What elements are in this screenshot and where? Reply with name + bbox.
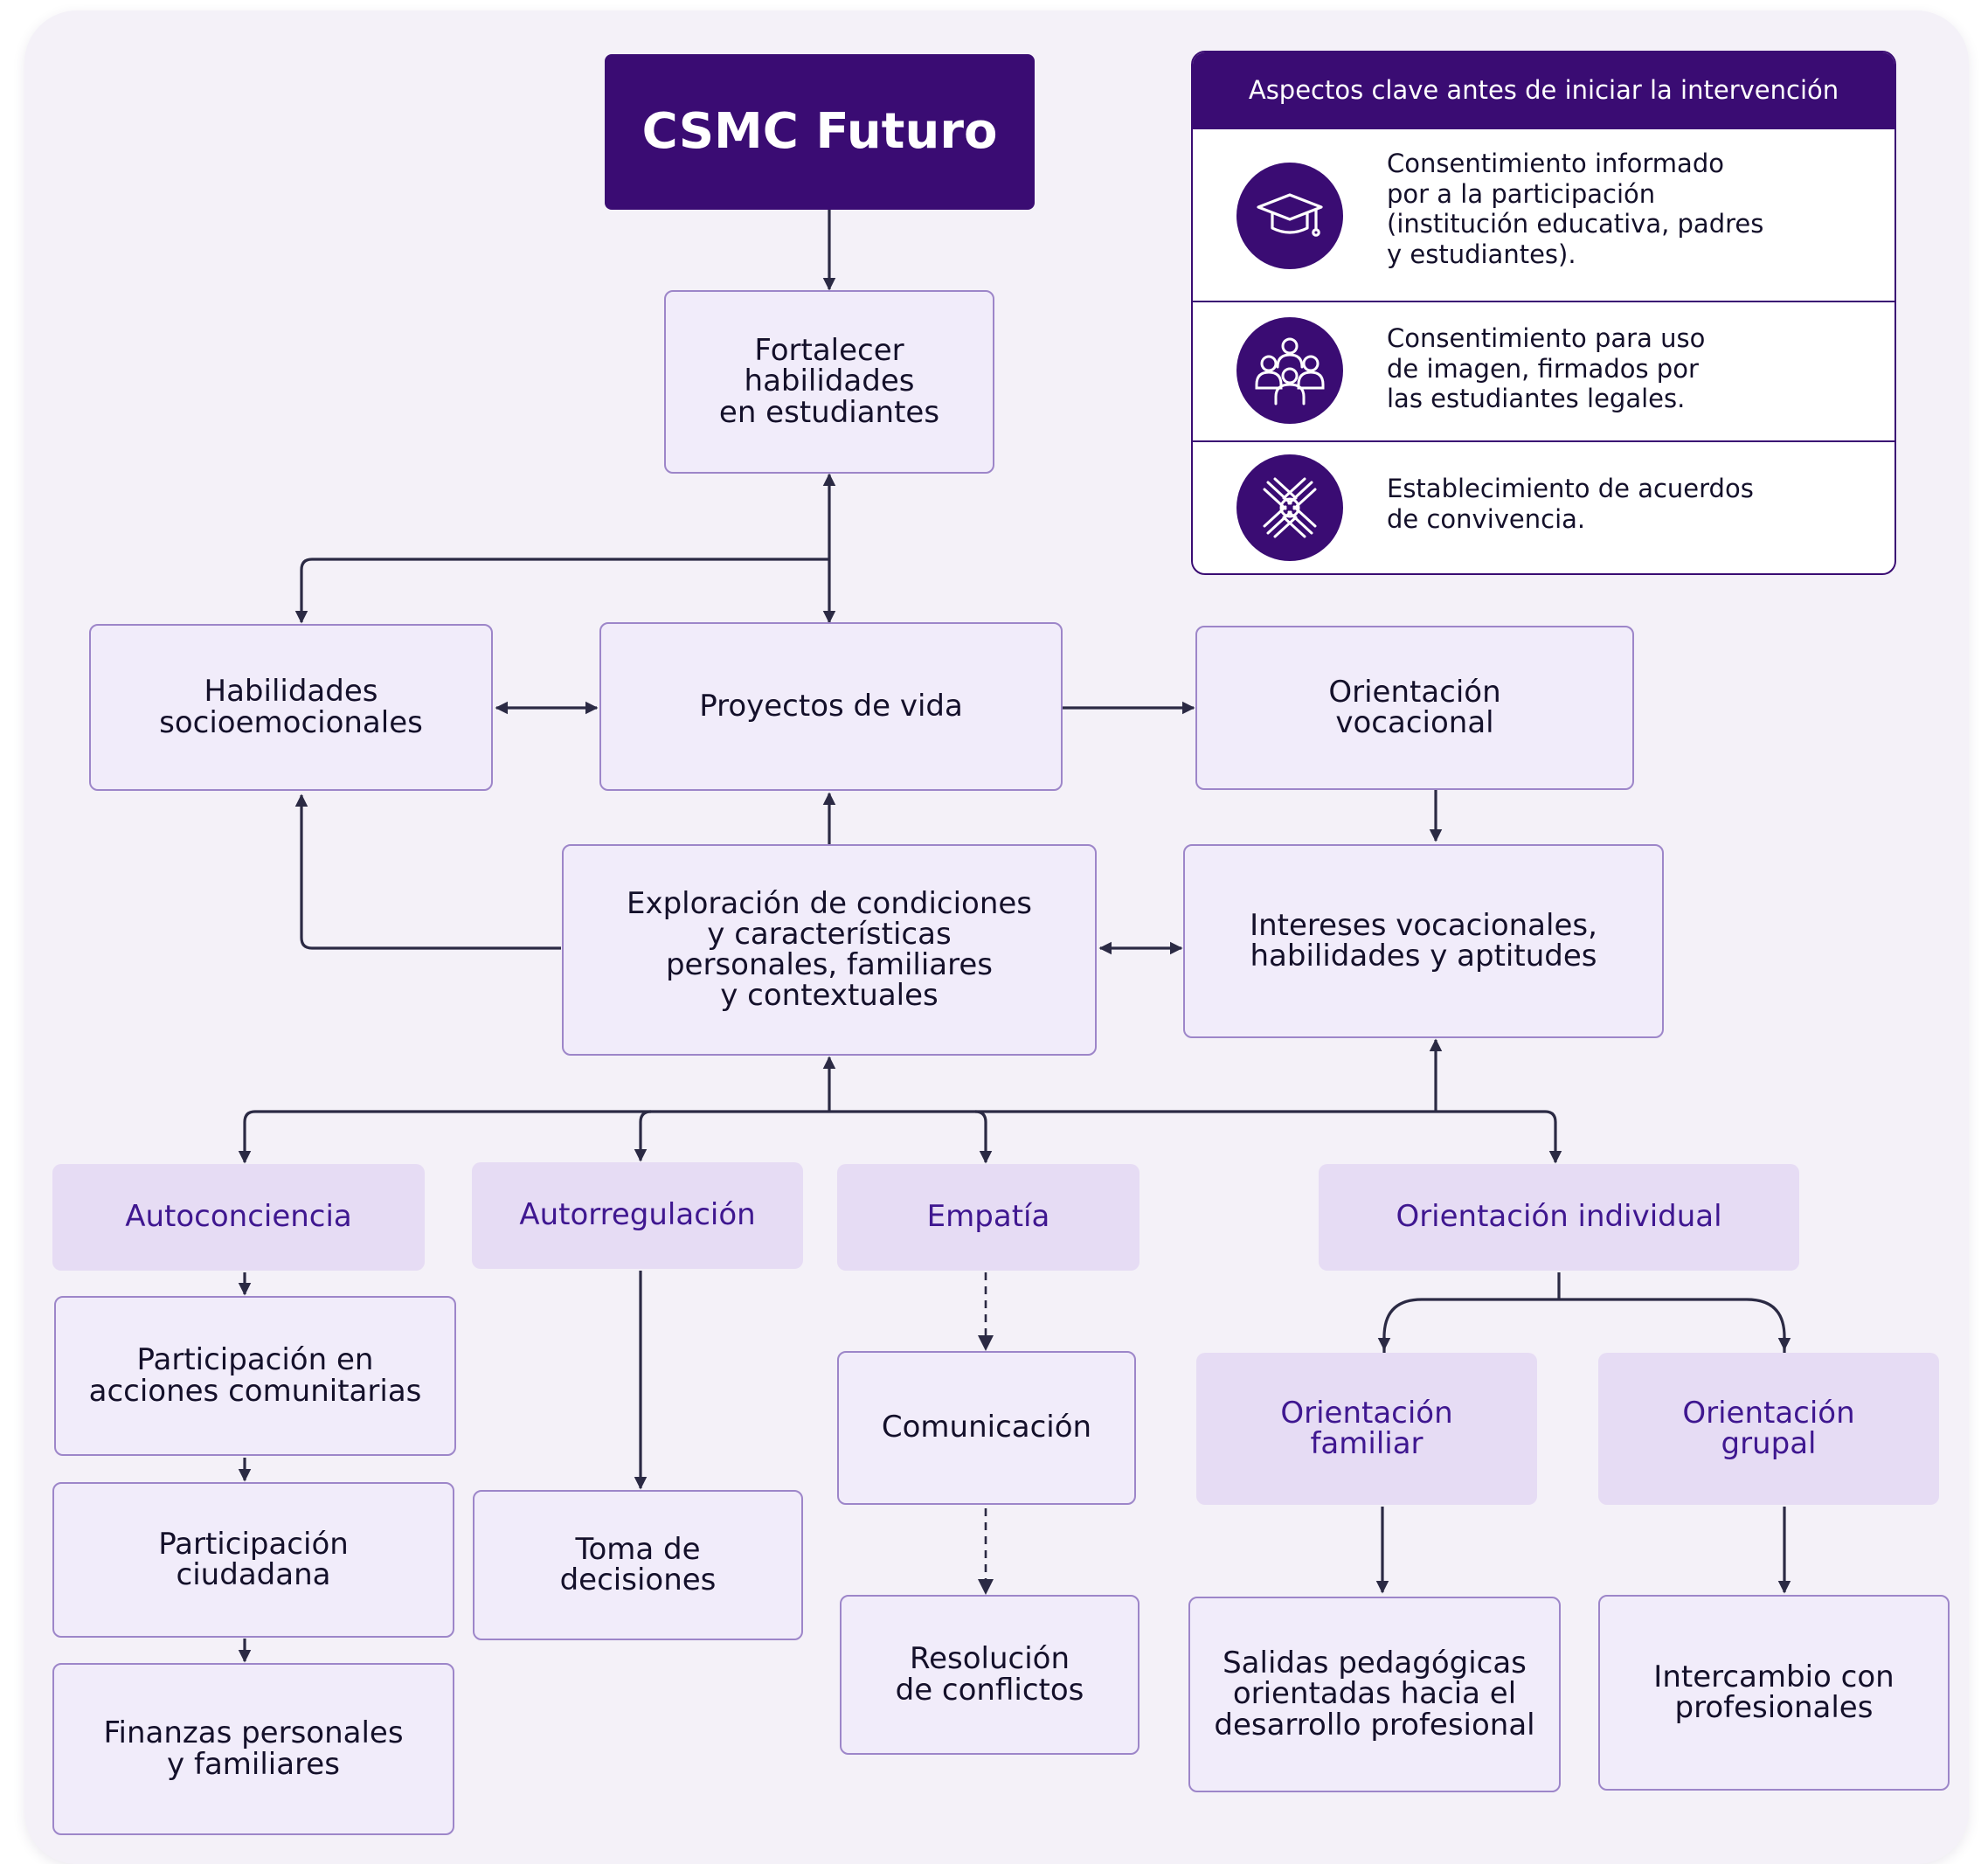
legend-item: Establecimiento de acuerdos de convivenc… <box>1193 440 1894 573</box>
node-toma-de-decisiones: Toma de decisiones <box>473 1490 803 1640</box>
node-participacion-ciudadana: Participación ciudadana <box>52 1482 454 1638</box>
node-participacion-comunitarias: Participación en acciones comunitarias <box>54 1296 456 1456</box>
node-comunicacion: Comunicación <box>837 1351 1136 1505</box>
legend-item-text: Consentimiento informado por a la partic… <box>1387 149 1764 269</box>
arrowhead-comunicacion <box>978 1335 994 1351</box>
category-autorregulacion: Autorregulación <box>472 1162 803 1269</box>
arrowhead-resolucion <box>978 1579 994 1595</box>
category-orientacion-familiar: Orientación familiar <box>1196 1353 1537 1505</box>
legend-item: Consentimiento informado por a la partic… <box>1193 128 1894 301</box>
category-empatia: Empatía <box>837 1164 1139 1271</box>
edge-exploracion-habilidades <box>294 793 561 950</box>
edge-bus-autorregulacion <box>634 1110 652 1162</box>
legend-panel: Aspectos clave antes de iniciar la inter… <box>1191 51 1896 575</box>
node-habilidades-socioemocionales: Habilidades socioemocionales <box>89 624 493 791</box>
edge-bus-orientacion-individual <box>1544 1110 1562 1164</box>
category-autoconciencia: Autoconciencia <box>52 1164 425 1271</box>
edge-individual-split <box>1382 1272 1786 1356</box>
legend-header: Aspectos clave antes de iniciar la inter… <box>1193 52 1894 128</box>
node-proyectos-de-vida: Proyectos de vida <box>599 622 1063 791</box>
node-salidas-pedagogicas: Salidas pedagógicas orientadas hacia el … <box>1188 1597 1561 1792</box>
group-icon <box>1236 317 1343 424</box>
legend-item-text: Establecimiento de acuerdos de convivenc… <box>1387 474 1754 534</box>
node-orientacion-vocacional: Orientación vocacional <box>1195 626 1634 790</box>
category-orientacion-grupal: Orientación grupal <box>1598 1353 1939 1505</box>
node-intereses-vocacionales: Intereses vocacionales, habilidades y ap… <box>1183 844 1664 1038</box>
category-orientacion-individual: Orientación individual <box>1319 1164 1799 1271</box>
node-fortalecer-habilidades: Fortalecer habilidades en estudiantes <box>664 290 994 474</box>
legend-item: Consentimiento para uso de imagen, firma… <box>1193 301 1894 440</box>
diagram-title: CSMC Futuro <box>605 54 1035 210</box>
node-exploracion-condiciones: Exploración de condiciones y característ… <box>562 844 1097 1056</box>
node-intercambio-profesionales: Intercambio con profesionales <box>1598 1595 1950 1791</box>
edge-bus-autoconciencia <box>238 1110 256 1164</box>
node-finanzas-personales: Finanzas personales y familiares <box>52 1663 454 1835</box>
hands-together-icon <box>1236 454 1343 561</box>
edge-to-habilidades <box>294 558 829 624</box>
node-resolucion-conflictos: Resolución de conflictos <box>840 1595 1139 1755</box>
legend-item-text: Consentimiento para uso de imagen, firma… <box>1387 323 1706 413</box>
graduation-cap-icon <box>1236 163 1343 269</box>
edge-bus-empatia <box>974 1110 993 1164</box>
